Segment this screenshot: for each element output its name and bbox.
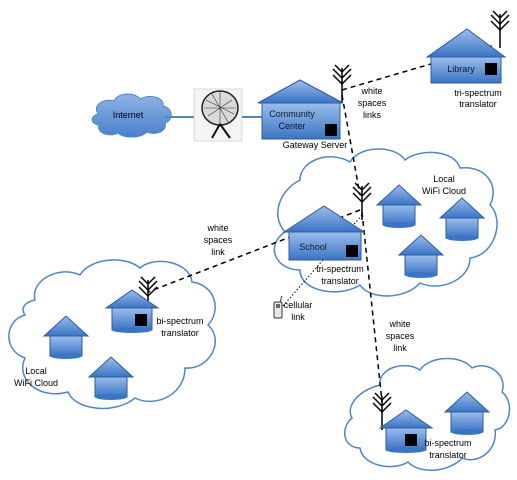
cell-phone-icon (273, 295, 283, 319)
school-label: School (299, 242, 327, 252)
community-antenna-icon (332, 64, 352, 103)
bottom-translator-box (405, 434, 417, 446)
wifi-cloud-left (8, 259, 216, 410)
white-spaces-link-left-1: white (206, 223, 228, 233)
library-building: Library (425, 28, 507, 84)
library-translator-box (485, 63, 497, 75)
library-translator-label-2: translator (459, 99, 497, 109)
wifi-cloud-left-label-2: WiFi Cloud (14, 378, 58, 388)
school-translator-box (346, 245, 358, 257)
cellular-link-label-2: link (291, 312, 305, 322)
internet-label: Internet (113, 110, 144, 120)
school-translator-label-1: tri-spectrum (316, 264, 364, 274)
white-spaces-link-left-2: spaces (204, 235, 233, 245)
white-spaces-link-bottom-3: link (393, 343, 407, 353)
white-spaces-links-1: white (360, 86, 382, 96)
left-translator-label-1: bi-spectrum (156, 316, 203, 326)
gateway-box (325, 124, 337, 136)
internet-cloud: Internet (91, 93, 172, 138)
wifi-cloud-right-label-1: Local (433, 174, 455, 184)
left-translator-box (135, 314, 147, 326)
wifi-cloud-right-label-2: WiFi Cloud (422, 186, 466, 196)
school-building: School (282, 205, 366, 261)
satellite-dish-icon (193, 88, 243, 142)
library-label: Library (447, 64, 475, 74)
white-spaces-link-left-3: link (211, 247, 225, 257)
community-center-label-2: Center (278, 121, 305, 131)
link-center-school (341, 94, 361, 196)
white-spaces-links-2: spaces (358, 98, 387, 108)
left-translator-label-2: translator (161, 328, 199, 338)
white-spaces-links-3: links (363, 110, 382, 120)
bottom-translator-house (378, 409, 434, 453)
white-spaces-link-bottom-2: spaces (386, 331, 415, 341)
gateway-server-label: Gateway Server (283, 140, 348, 150)
bottom-translator-label-1: bi-spectrum (424, 438, 471, 448)
library-antenna-icon (490, 10, 510, 49)
wifi-cloud-left-label-1: Local (25, 366, 47, 376)
wifi-cloud-bottom (344, 357, 511, 472)
link-school-bottom (361, 211, 383, 403)
left-translator-house (104, 289, 160, 333)
school-translator-label-2: translator (321, 276, 359, 286)
community-center-building: Community Center (257, 79, 344, 140)
community-center-label-1: Community (269, 109, 315, 119)
white-spaces-link-bottom-1: white (388, 319, 410, 329)
cellular-link-label-1: cellular (284, 300, 313, 310)
library-translator-label-1: tri-spectrum (454, 88, 502, 98)
bottom-translator-label-2: translator (429, 450, 467, 460)
